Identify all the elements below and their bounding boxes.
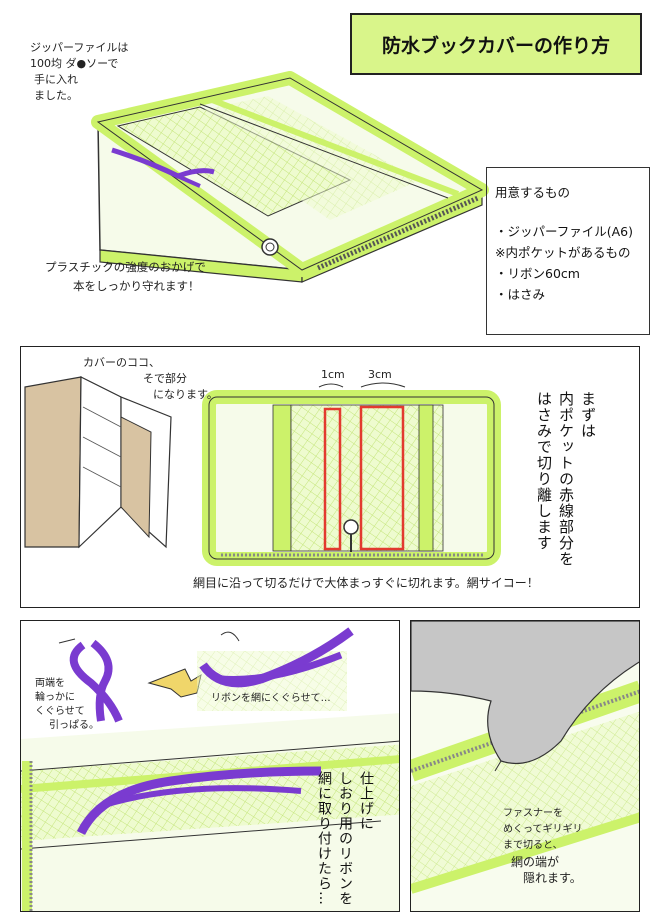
panel3-note-line: 網の端が — [511, 855, 560, 869]
intro-note-line: 手に入れ — [34, 73, 78, 86]
panel1-caption: 網目に沿って切るだけで大体まっすぐに切れます。網サイコー！ — [193, 576, 539, 590]
plastic-note-line: プラスチックの強度のおかげで — [45, 260, 206, 274]
instruction-line: 内ポケットの赤線部分を — [557, 391, 575, 567]
supply-item: ・ジッパーファイル(A6) — [495, 224, 634, 239]
supply-item: ・はさみ — [495, 287, 546, 302]
panel-step-1: カバーのココ、 そで部分 になります。 1cm 3cm まずは 内ポケットの赤線… — [20, 346, 640, 608]
panel3-note-line: めくってギリギリ — [503, 824, 583, 835]
intro-note: ジッパーファイルは 100均 ダ●ソーで 手に入れ ました。 — [30, 40, 150, 104]
page-title: 防水ブックカバーの作り方 — [350, 13, 642, 75]
panel1-illustration — [24, 376, 501, 566]
supply-item: ・リボン60cm — [495, 266, 580, 281]
ends-note-line: 引っぱる。 — [49, 720, 99, 731]
supplies-box: 用意するもの ・ジッパーファイル(A6) ※内ポケットがあるもの ・リボン60c… — [486, 167, 650, 335]
supplies-heading: 用意するもの — [495, 185, 571, 200]
panel3-illustration — [411, 621, 639, 911]
panel-step-3: ファスナーを めくってギリギリ まで切ると、 網の端が 隠れます。 — [410, 620, 640, 912]
intro-note-line: ました。 — [34, 89, 78, 102]
ends-note-line: 輪っかに — [35, 692, 75, 703]
panel2-illustration — [21, 627, 399, 911]
panel1-instruction: まずは 内ポケットの赤線部分を はさみで切り離します — [533, 391, 599, 601]
zipper-file-illustration — [91, 71, 489, 283]
instruction-line: しおり用のリボンを — [337, 771, 353, 906]
cover-note: カバーのココ、 そで部分 になります。 — [83, 355, 223, 403]
cover-note-line: カバーのココ、 — [83, 356, 160, 369]
instruction-line: 網に取り付けたら… — [316, 771, 332, 906]
dimension-label-left: 1cm — [321, 368, 345, 381]
ends-note-line: 両端を — [35, 678, 65, 689]
panel3-note-line: まで切ると、 — [503, 840, 563, 851]
instruction-line: 仕上げに — [358, 771, 374, 831]
ends-note-line: くぐらせて — [35, 706, 85, 717]
ends-note: 両端を 輪っかに くぐらせて 引っぱる。 — [35, 677, 115, 733]
dimension-label-right: 3cm — [368, 368, 392, 381]
instruction-line: はさみで切り離します — [535, 391, 553, 551]
ribbon-note: リボンを網にくぐらせて… — [211, 693, 331, 704]
plastic-note: プラスチックの強度のおかげで 本をしっかり守れます！ — [45, 258, 285, 296]
panel-step-2: リボンを網にくぐらせて… 両端を 輪っかに くぐらせて 引っぱる。 仕上げに し… — [20, 620, 400, 912]
cover-note-line: そで部分 — [143, 372, 187, 385]
panel3-note-line: ファスナーを — [503, 808, 563, 819]
supply-item: ※内ポケットがあるもの — [495, 245, 631, 260]
panel3-note-line: 隠れます。 — [523, 871, 582, 885]
panel3-note: ファスナーを めくってギリギリ まで切ると、 網の端が 隠れます。 — [503, 806, 583, 886]
plastic-note-line: 本をしっかり守れます！ — [73, 279, 200, 293]
intro-note-line: 100均 ダ●ソーで — [30, 57, 119, 70]
cover-note-line: になります。 — [153, 388, 218, 401]
instruction-line: まずは — [579, 391, 597, 439]
intro-note-line: ジッパーファイルは — [30, 41, 129, 54]
panel2-instruction: 仕上げに しおり用のリボンを 網に取り付けたら… — [313, 771, 376, 911]
